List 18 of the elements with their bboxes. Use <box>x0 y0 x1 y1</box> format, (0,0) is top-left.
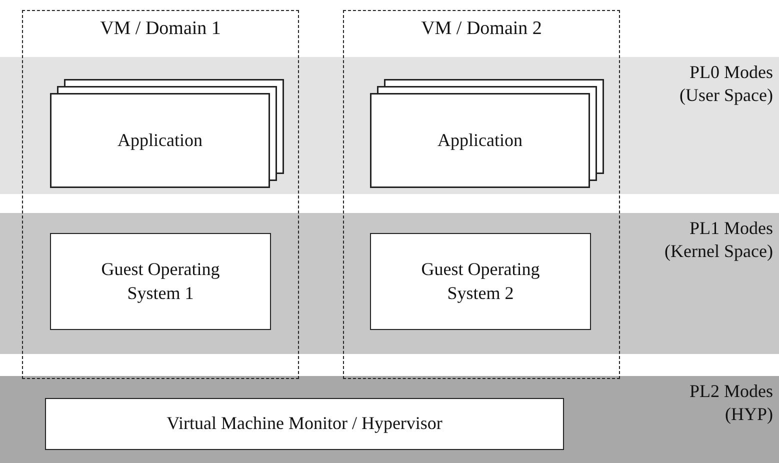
node-label: PL2 Modes (HYP) <box>688 380 773 426</box>
node-label: VM / Domain 2 <box>420 17 543 41</box>
node-label: PL0 Modes (User Space) <box>678 61 773 108</box>
vm-dashed-box <box>22 10 299 379</box>
privilege-band <box>0 376 779 463</box>
node-label: Guest Operating System 2 <box>420 258 541 305</box>
process-box <box>370 233 591 330</box>
node-label: PL1 Modes (Kernel Space) <box>664 217 773 264</box>
node-label: Guest Operating System 1 <box>100 258 221 305</box>
node-label: VM / Domain 1 <box>99 17 222 41</box>
node-label: Virtual Machine Monitor / Hypervisor <box>166 412 442 436</box>
process-box <box>45 398 564 450</box>
application-stack <box>50 79 284 188</box>
node-label: Application <box>436 128 524 152</box>
application-stack <box>370 79 604 188</box>
node-label: Application <box>116 128 204 152</box>
process-box <box>50 233 271 330</box>
vm-dashed-box <box>343 10 620 379</box>
